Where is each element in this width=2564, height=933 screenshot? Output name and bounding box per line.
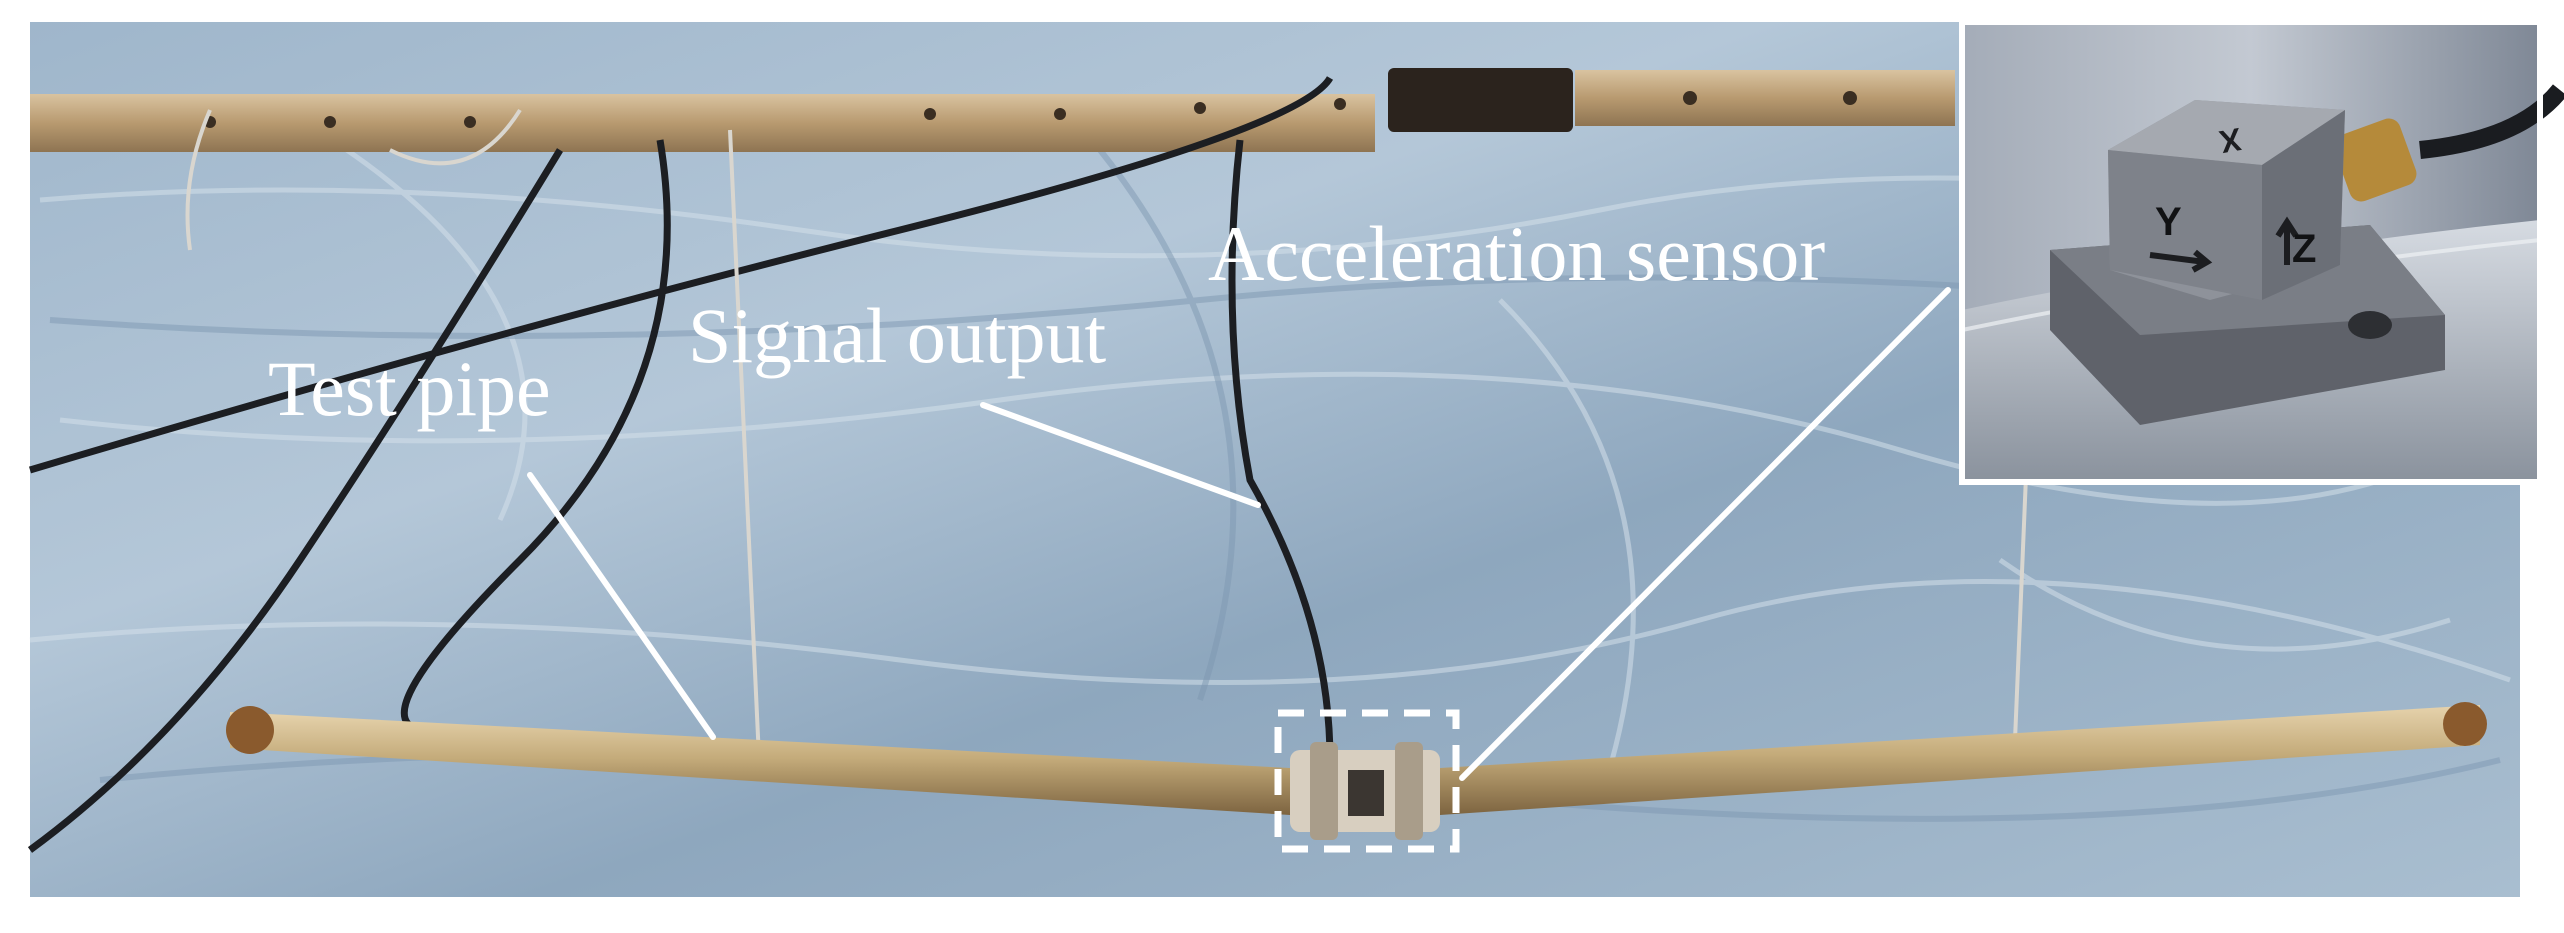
pipe-coupling: [1290, 742, 1440, 840]
top-rail-left: [30, 94, 1375, 152]
sensor-inset-photo: [1961, 22, 2564, 482]
leader-lines: [527, 287, 1951, 781]
label-test-pipe: Test pipe: [268, 345, 551, 432]
rail-clamp: [1388, 68, 1573, 132]
top-rail-right: [1575, 70, 1955, 126]
test-pipe-left: [230, 712, 1290, 815]
label-acceleration-sensor: Acceleration sensor: [1208, 210, 1825, 297]
signal-cables: [27, 76, 1334, 853]
inset-axis-z-label: Z: [2292, 227, 2316, 271]
pipe-end-left: [226, 706, 274, 754]
pipe-end-right: [2443, 702, 2487, 746]
test-pipe-right: [1440, 705, 2480, 815]
inset-axis-y-label: Y: [2155, 200, 2182, 244]
label-signal-output: Signal output: [688, 292, 1107, 379]
inset-frame: [1959, 19, 2543, 485]
sensor-highlight-box: [1274, 709, 1460, 853]
